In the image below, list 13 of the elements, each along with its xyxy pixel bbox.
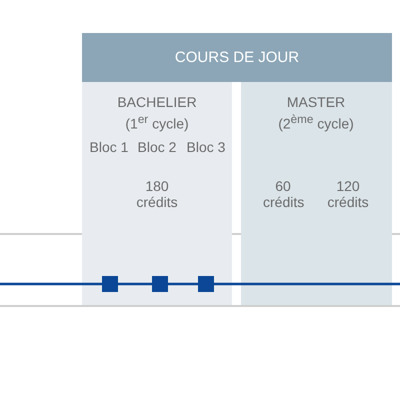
- subheading: (1$^{er}$ cycle): [125, 112, 189, 132]
- heading: BACHELIER: [117, 94, 197, 110]
- credit-label: 120 crédits: [326, 178, 370, 210]
- block-label: Bloc 1: [89, 139, 129, 155]
- column-panel: [241, 82, 392, 305]
- credit-label: 180 crédits: [135, 178, 179, 210]
- subheading: (2$^{ème}$ cycle): [278, 112, 354, 132]
- column-panel: [82, 82, 232, 305]
- credit-label: 60 crédits: [263, 178, 303, 210]
- header-band: COURS DE JOUR: [82, 33, 392, 82]
- block-label: Bloc 3: [186, 139, 226, 155]
- heading: MASTER: [286, 94, 346, 110]
- block-label: Bloc 2: [137, 139, 177, 155]
